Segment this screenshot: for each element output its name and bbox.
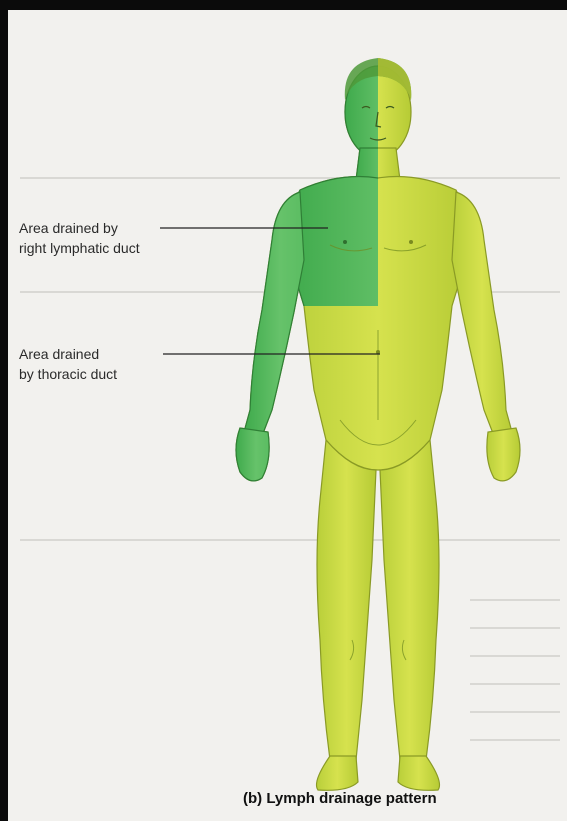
right-duct-label-line2: right lymphatic duct — [19, 239, 140, 258]
figure-caption: (b) Lymph drainage pattern — [243, 790, 437, 807]
right-arm-green — [236, 192, 304, 481]
thoracic-duct-label-line2: by thoracic duct — [19, 365, 117, 384]
right-duct-label-line1: Area drained by — [19, 219, 118, 238]
thoracic-duct-label-line1: Area drained — [19, 345, 99, 364]
